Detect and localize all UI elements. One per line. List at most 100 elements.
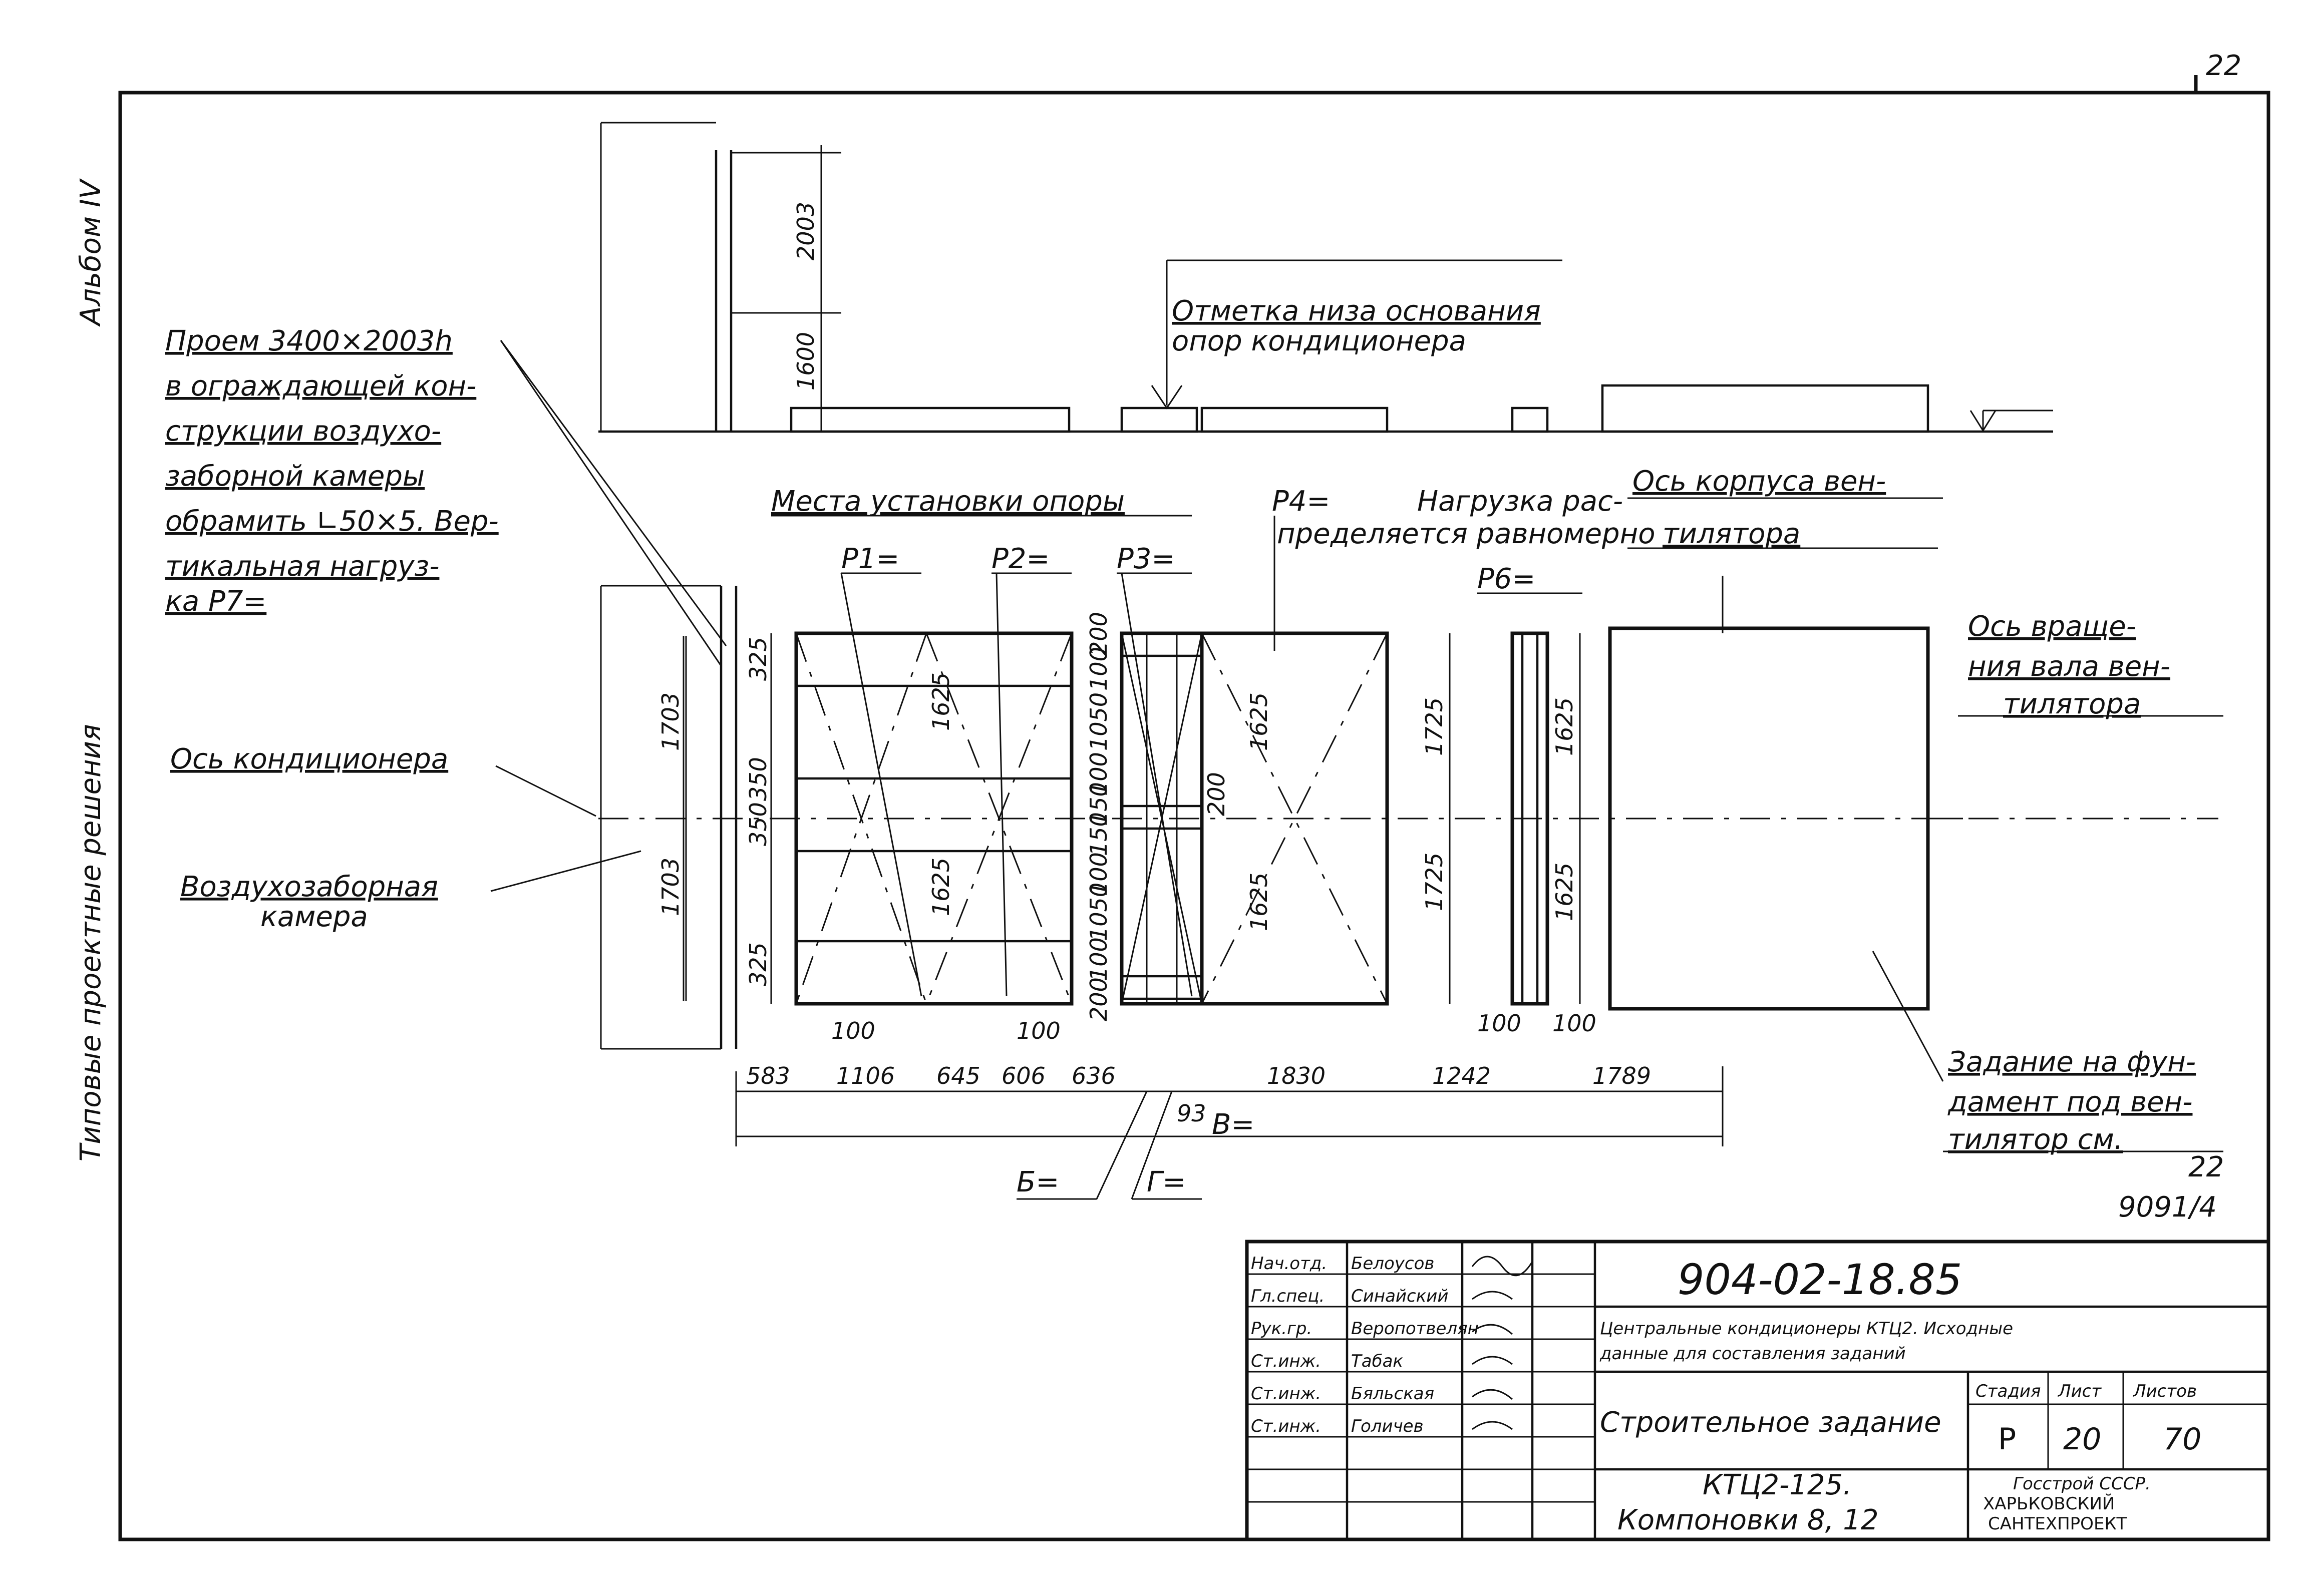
svg-text:1625: 1625 (927, 672, 954, 731)
svg-text:100: 100 (1477, 1010, 1521, 1037)
org-2: ХАРЬКОВСКИЙ (1983, 1493, 2115, 1514)
p1-label: P1= (841, 543, 899, 575)
foundation-label-3: тилятор см. (1948, 1123, 2123, 1156)
svg-text:325: 325 (745, 637, 772, 681)
svg-text:636: 636 (1072, 1062, 1116, 1089)
support-places-label: Места установки опоры (771, 485, 1125, 518)
doc-desc-1: Центральные кондиционеры КТЦ2. Исходные (1600, 1319, 2013, 1339)
sheets-value: 70 (2163, 1422, 2201, 1457)
p6-label: P6= (1477, 563, 1535, 595)
foundation-label-2: дамент под вен- (1947, 1086, 2192, 1118)
name-2: Синайский (1351, 1286, 1448, 1306)
svg-text:1830: 1830 (1267, 1062, 1326, 1089)
plan-view: 1703 1703 325 350 350 325 1625 1625 100 … (598, 576, 2218, 1050)
ref-bottom: 9091/4 (2118, 1191, 2217, 1224)
role-6: Ст.инж. (1251, 1416, 1321, 1436)
load-label-2: пределяется равномерно (1277, 518, 1655, 550)
b-label: Б= (1017, 1166, 1059, 1199)
model-2: Компоновки 8, 12 (1617, 1504, 1879, 1536)
svg-text:583: 583 (746, 1062, 790, 1089)
sheet-name: Строительное задание (1600, 1406, 1941, 1439)
svg-text:1625: 1625 (1245, 873, 1272, 931)
svg-text:150: 150 (1085, 782, 1112, 826)
page-number: 22 (2206, 50, 2241, 82)
svg-text:100: 100 (1552, 1010, 1596, 1037)
elevation-mark-label-2: опор кондиционера (1172, 325, 1466, 357)
role-2: Гл.спец. (1251, 1286, 1325, 1306)
p3-label: P3= (1117, 543, 1175, 575)
ref-top: 22 (2188, 1151, 2224, 1183)
svg-text:1106: 1106 (836, 1062, 895, 1089)
signature-marks (1471, 1256, 1533, 1430)
elev-dim-1600: 1600 (792, 332, 819, 390)
org-3: САНТЕХПРОЕКТ (1988, 1514, 2127, 1534)
sheet-frame (118, 91, 2270, 1541)
sheet-header: Лист (2057, 1381, 2102, 1401)
svg-text:1703: 1703 (657, 692, 684, 751)
svg-text:100: 100 (1085, 752, 1112, 796)
svg-text:350: 350 (745, 802, 772, 846)
svg-text:1625: 1625 (1245, 692, 1272, 751)
elevation-mark-label-1: Отметка низа основания (1172, 295, 1541, 327)
role-4: Ст.инж. (1251, 1351, 1321, 1371)
svg-text:150: 150 (1085, 812, 1112, 856)
intake-label-2: камера (260, 901, 368, 933)
svg-text:100: 100 (1085, 647, 1112, 691)
svg-text:1050: 1050 (1085, 692, 1112, 751)
sheet-value: 20 (2063, 1422, 2101, 1457)
svg-text:350: 350 (745, 757, 772, 801)
svg-text:325: 325 (745, 942, 772, 986)
svg-text:100: 100 (831, 1017, 875, 1044)
svg-text:200: 200 (1203, 772, 1230, 816)
svg-text:1625: 1625 (1551, 863, 1578, 921)
foundation-label-1: Задание на фун- (1948, 1046, 2196, 1078)
shaft-axis-label-2: ния вала вен- (1968, 650, 2170, 683)
doc-desc-2: данные для составления заданий (1599, 1344, 1906, 1364)
series-label: Типовые проектные решения (75, 724, 107, 1161)
name-3: Веропотвелян (1351, 1319, 1479, 1339)
title-block: Нач.отд. Гл.спец. Рук.гр. Ст.инж. Ст.инж… (1245, 1240, 2270, 1541)
svg-text:100: 100 (1017, 1017, 1061, 1044)
p4-label: P4= (1272, 485, 1330, 518)
svg-text:100: 100 (1085, 852, 1112, 896)
svg-text:100: 100 (1085, 937, 1112, 981)
p2-label: P2= (992, 543, 1050, 575)
svg-text:1725: 1725 (1421, 697, 1448, 756)
role-5: Ст.инж. (1251, 1384, 1321, 1404)
stage-header: Стадия (1975, 1381, 2041, 1401)
svg-text:93: 93 (1177, 1100, 1206, 1127)
role-3: Рук.гр. (1251, 1319, 1312, 1339)
svg-text:1725: 1725 (1421, 853, 1448, 911)
name-1: Белоусов (1351, 1254, 1434, 1274)
name-6: Голичев (1351, 1416, 1424, 1436)
axis-conditioner-label: Ось кондиционера (170, 743, 448, 775)
svg-text:645: 645 (936, 1062, 980, 1089)
name-5: Бяльская (1351, 1384, 1434, 1404)
elevation-view: 2003 1600 Отметка низа основания опор ко… (598, 122, 2053, 433)
shaft-axis-label-1: Ось враще- (1968, 610, 2136, 643)
g-label: Г= (1147, 1166, 1186, 1199)
sheets-header: Листов (2132, 1381, 2197, 1401)
role-1: Нач.отд. (1251, 1254, 1327, 1274)
name-4: Табак (1351, 1351, 1403, 1371)
svg-text:1050: 1050 (1085, 883, 1112, 941)
intake-label-1: Воздухозаборная (180, 871, 438, 903)
svg-text:1703: 1703 (657, 858, 684, 916)
svg-text:Проем 3400×2003h: Проем 3400×2003h (165, 325, 453, 357)
fan-axis-label-2: тилятора (1663, 518, 1800, 550)
svg-text:в ограждающей кон-: в ограждающей кон- (165, 370, 476, 403)
stage-value: Р (1998, 1422, 2016, 1457)
svg-text:606: 606 (1002, 1062, 1046, 1089)
svg-text:200: 200 (1085, 612, 1112, 656)
org-1: Госстрой СССР. (2013, 1474, 2151, 1494)
svg-text:струкции воздухо-: струкции воздухо- (165, 415, 441, 448)
model-1: КТЦ2-125. (1703, 1469, 1852, 1501)
album-label: Альбом IV (75, 178, 107, 327)
svg-text:200: 200 (1085, 977, 1112, 1021)
svg-text:1625: 1625 (1551, 697, 1578, 756)
svg-text:1625: 1625 (927, 858, 954, 916)
fan-foundation (1608, 626, 1930, 1011)
load-label-1: Нагрузка рас- (1417, 485, 1623, 518)
bottom-dimension-chain: 583 1106 645 606 636 1830 1242 1789 93 Б… (735, 1062, 1724, 1200)
